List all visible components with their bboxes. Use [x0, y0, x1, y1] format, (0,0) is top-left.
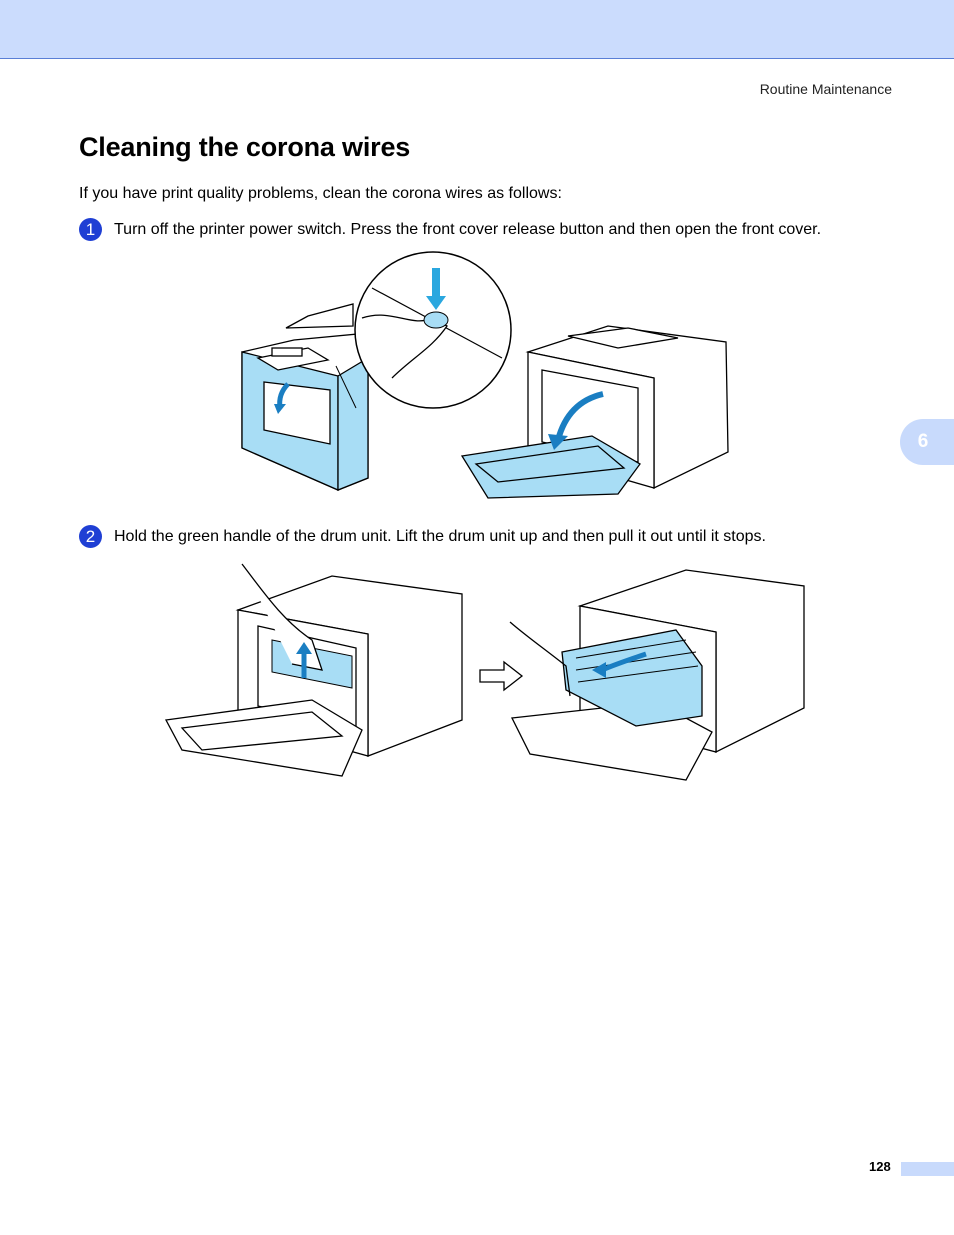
printer-closed-illustration — [241, 303, 369, 491]
section-header: Routine Maintenance — [759, 81, 892, 97]
step-number-badge: 2 — [79, 525, 102, 548]
next-arrow-icon — [479, 660, 524, 692]
intro-paragraph: If you have print quality problems, clea… — [79, 185, 562, 202]
drum-pull-illustration — [509, 569, 805, 781]
chapter-tab-number: 6 — [917, 431, 929, 452]
drum-lift-illustration — [164, 563, 463, 777]
chapter-tab[interactable]: 6 — [900, 419, 954, 465]
page-number-bar — [901, 1162, 954, 1176]
step-text: Hold the green handle of the drum unit. … — [114, 527, 766, 545]
step-text: Turn off the printer power switch. Press… — [114, 220, 822, 238]
top-band — [0, 0, 954, 59]
page-number: 128 — [869, 1159, 891, 1174]
step-1: 1 Turn off the printer power switch. Pre… — [79, 218, 821, 241]
zoom-callout-illustration — [354, 251, 512, 409]
page-title: Cleaning the corona wires — [79, 132, 411, 162]
printer-open-cover-illustration — [460, 325, 729, 499]
step-number-badge: 1 — [79, 218, 102, 241]
step-2: 2 Hold the green handle of the drum unit… — [79, 525, 766, 548]
